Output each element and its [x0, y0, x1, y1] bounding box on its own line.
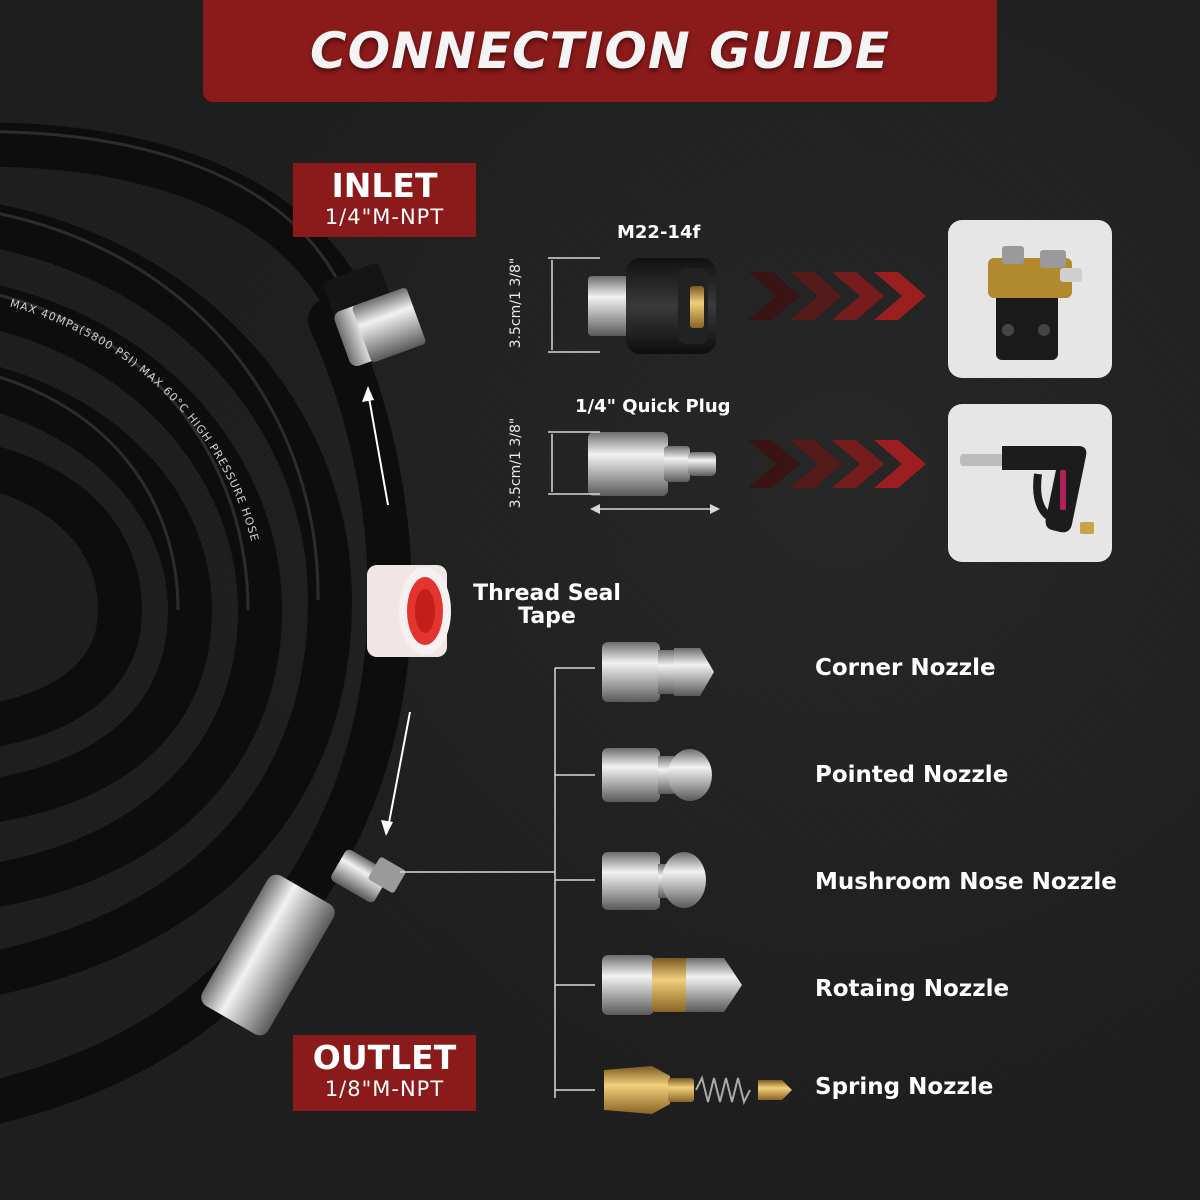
tape-label-line1: Thread Seal: [473, 581, 621, 606]
m22-fitting-icon: [588, 258, 716, 354]
chevron-arrows-icon: [748, 440, 926, 488]
hose-highlights: [0, 130, 342, 611]
hose-coil: [0, 122, 412, 1124]
outlet-title: OUTLET: [312, 1038, 457, 1077]
pressure-pump-icon: [988, 246, 1082, 360]
tape-label-line2: Tape: [518, 604, 576, 629]
quick-plug-icon: [588, 432, 716, 496]
outlet-arrow: [387, 711, 411, 829]
spring-nozzle-label: Spring Nozzle: [815, 1074, 994, 1100]
outlet-fitting: [201, 849, 406, 1036]
outlet-label: OUTLET 1/8"M-NPT: [293, 1035, 476, 1111]
inlet-thread: 1/4"M-NPT: [324, 205, 445, 229]
corner-nozzle-icon: [602, 642, 714, 702]
inlet-arrow: [367, 391, 389, 506]
quick-plug-label: 1/4" Quick Plug: [575, 396, 731, 417]
mushroom-nozzle-label: Mushroom Nose Nozzle: [815, 869, 1117, 895]
pointed-nozzle-icon: [602, 748, 712, 802]
spring-nozzle-icon: [604, 1066, 792, 1114]
inlet-fitting: [323, 263, 426, 366]
mushroom-nozzle-icon: [602, 852, 706, 910]
rotating-nozzle-label: Rotaing Nozzle: [815, 976, 1010, 1002]
inlet-label: INLET 1/4"M-NPT: [293, 163, 476, 237]
corner-nozzle-label: Corner Nozzle: [815, 655, 996, 681]
nozzle-bracket: [400, 667, 595, 1098]
quick-plug-dimension-label: 3.5cm/1 3/8": [508, 417, 524, 509]
m22-fitting-label: M22-14f: [617, 222, 701, 243]
chevron-arrows-icon: [748, 272, 926, 320]
gun-photo-card: [948, 404, 1112, 562]
spray-gun-icon: [960, 446, 1094, 534]
title-banner: CONNECTION GUIDE: [203, 0, 997, 102]
pump-photo-card: [948, 220, 1112, 378]
m22-dimension-label: 3.5cm/1 3/8": [508, 257, 524, 349]
rotating-nozzle-icon: [602, 955, 742, 1015]
thread-seal-tape-label: Thread Seal Tape: [462, 582, 632, 628]
pointed-nozzle-label: Pointed Nozzle: [815, 762, 1009, 788]
inlet-title: INLET: [331, 166, 438, 205]
outlet-thread: 1/8"M-NPT: [324, 1077, 445, 1101]
page-title: CONNECTION GUIDE: [309, 22, 891, 80]
thread-seal-tape-icon: [367, 565, 451, 657]
